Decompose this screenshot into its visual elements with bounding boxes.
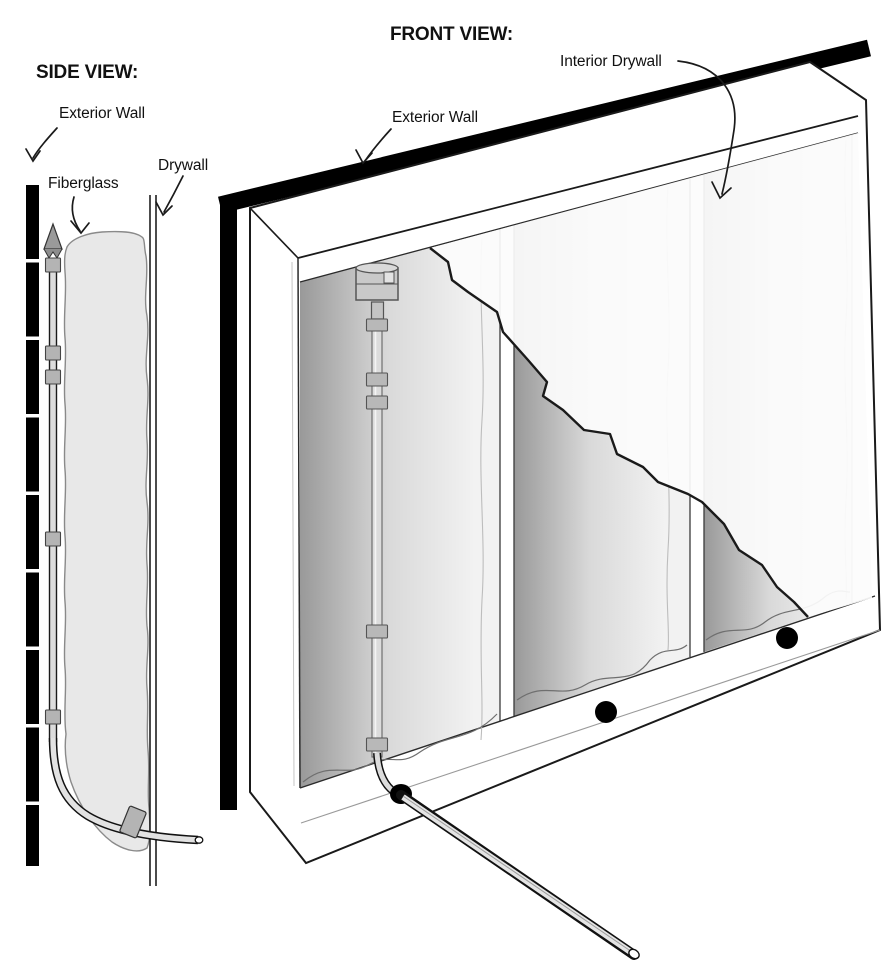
rod-neck	[370, 301, 385, 320]
front-view	[218, 39, 882, 960]
side-fiberglass-arrow	[71, 196, 81, 232]
side-drywall-arrowhead-icon	[155, 201, 173, 217]
front-exterior-wall-label: Exterior Wall	[392, 109, 478, 126]
bottom-plate-top-edge	[299, 595, 876, 789]
side-drywall-label: Drywall	[158, 157, 208, 174]
interior-drywall-sheet	[430, 133, 872, 617]
side-rod-curve-coupling	[119, 805, 147, 839]
left-stud-top-fold	[249, 207, 299, 259]
side-insertion-rod	[43, 222, 204, 845]
front-view-title: FRONT VIEW:	[390, 24, 513, 45]
front-exterior-wall-arrowhead-icon	[355, 149, 373, 165]
front-interior-drywall-label: Interior Drywall	[560, 53, 662, 70]
side-exterior-wall-arrow	[32, 127, 58, 159]
side-fiberglass-batt	[63, 230, 151, 852]
drill-hole-2	[595, 701, 617, 723]
top-plate-front-fold	[297, 115, 859, 259]
insulation-bay-1	[300, 229, 500, 788]
front-interior-drywall-arrowhead-icon	[711, 181, 732, 200]
side-rod-curve-fill	[50, 737, 199, 843]
side-view-title: SIDE VIEW:	[36, 62, 138, 83]
side-drywall-arrow	[163, 175, 184, 213]
side-exterior-wall-label: Exterior Wall	[59, 105, 145, 122]
side-rod-arrow-tip	[43, 222, 63, 250]
side-fiberglass-label: Fiberglass	[48, 175, 119, 192]
annotations: SIDE VIEW: FRONT VIEW: Exterior Wall Fib…	[25, 24, 736, 235]
drill-hole-3	[776, 627, 798, 649]
drywall-torn-edge	[429, 247, 809, 618]
side-rod-open-end	[194, 836, 204, 844]
rod-cap-notch	[383, 271, 395, 284]
top-plate-bottom-edge	[299, 132, 859, 283]
fill-tube-open-end	[628, 948, 640, 960]
side-drywall-panel	[149, 195, 157, 886]
front-interior-drywall-arrow	[677, 60, 736, 195]
side-rod-arrow-barbs	[43, 248, 63, 259]
side-rod-couplings	[44, 257, 62, 725]
side-fiberglass-arrowhead-icon	[70, 220, 90, 235]
fill-tube	[396, 790, 640, 960]
side-exterior-wall-arrowhead-icon	[25, 148, 41, 163]
rod-cap-top	[355, 262, 399, 274]
side-view	[26, 185, 204, 886]
front-rod-couplings	[365, 318, 389, 752]
